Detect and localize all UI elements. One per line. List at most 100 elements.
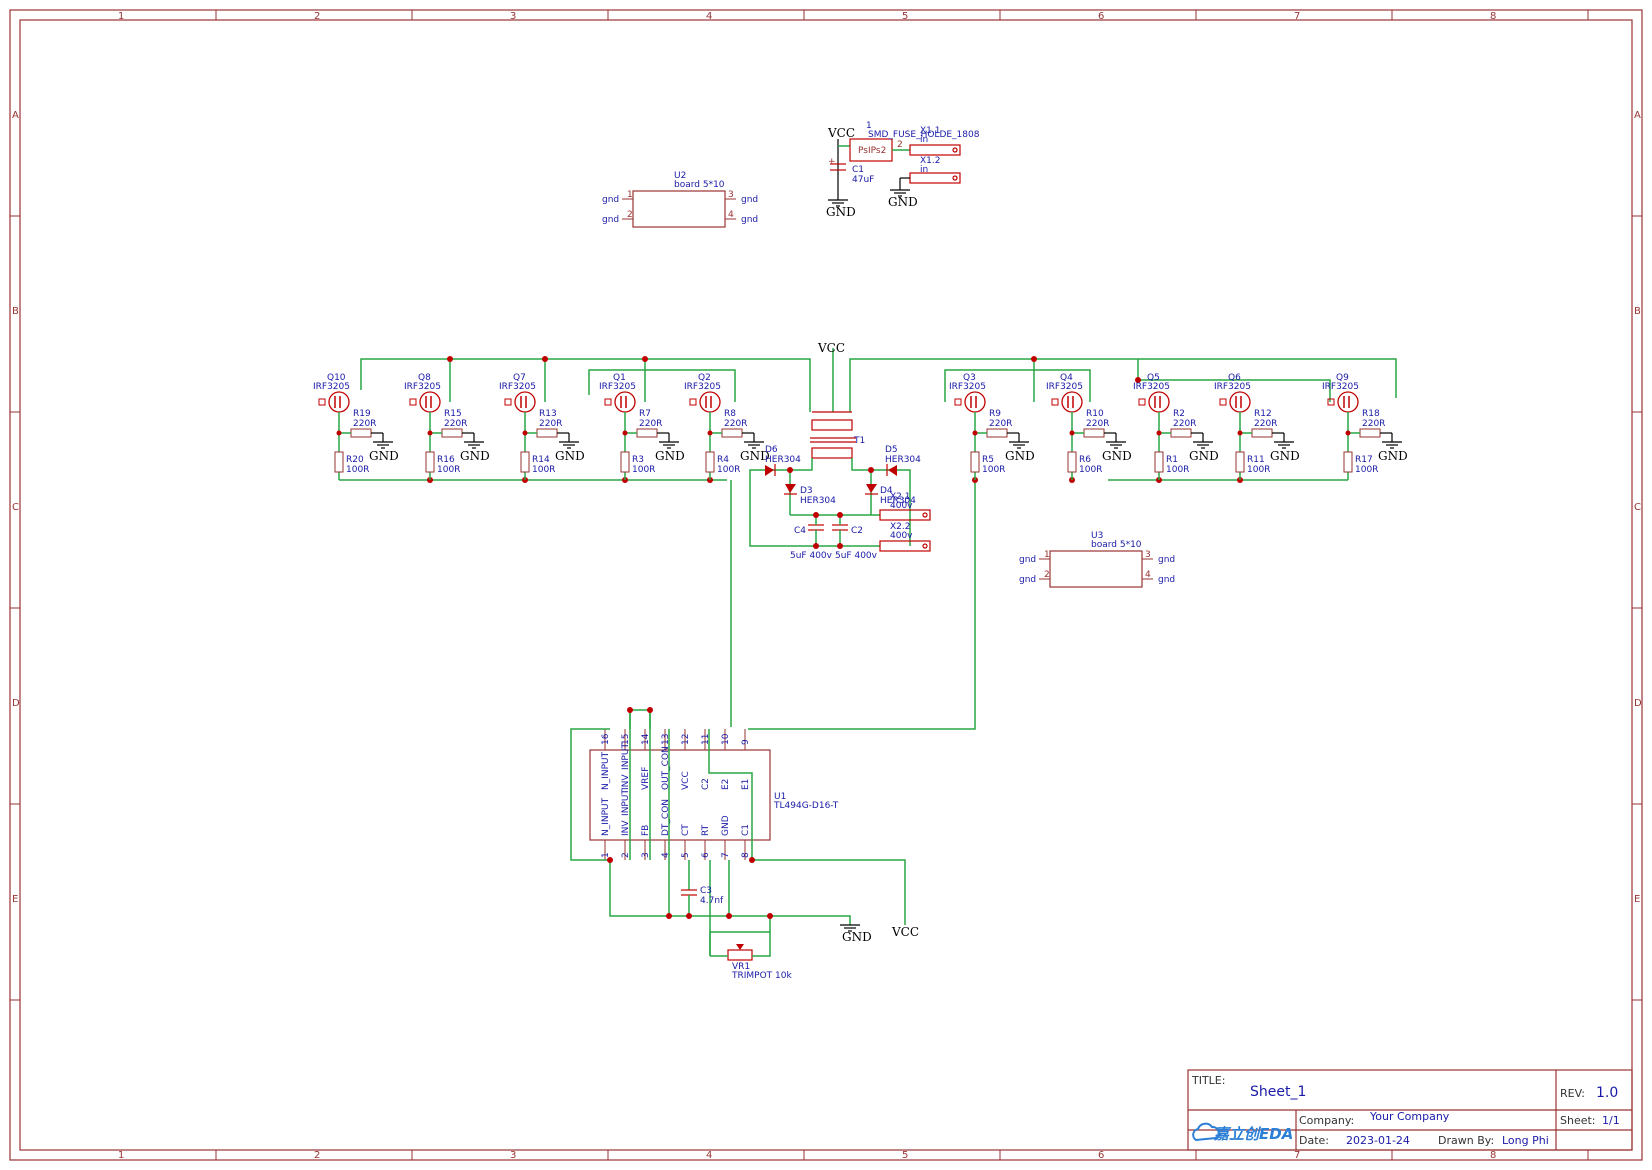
zone-col-bottom-1: 1 [118,1150,124,1161]
sheet-title: Sheet_1 [1250,1084,1306,1100]
u1-value: TL494G-D16-T [773,801,839,811]
ic-pin-name: N_INPUT [601,751,611,790]
ic-pin-name: VCC [681,771,691,790]
zone-row-left-e: E [12,894,18,905]
gate-resistor-value: 220R [1362,419,1385,429]
mosfet-value: IRF3205 [684,382,721,392]
pulldown-resistor-value: 100R [1355,465,1378,475]
d5-value: HER304 [885,455,921,465]
d4-value: HER304 [880,496,916,506]
gate-resistor-value: 220R [724,419,747,429]
board-u3: U3 board 5*10 1 2 3 4 gnd gnd gnd gnd [1019,531,1175,588]
mosfet-value: IRF3205 [949,382,986,392]
zone-row-right-d: D [1634,698,1642,709]
ic-pin-name: FB [641,825,651,836]
mosfet-value: IRF3205 [1322,382,1359,392]
svg-text:3: 3 [728,190,734,200]
input-section: VCC PsIPs2 1 SMD_FUSE_HOLDE_1808 2 X1.1 … [826,121,980,219]
ic-pin-name: C1 [741,824,751,836]
mosfet-ref: Q10 [327,373,346,383]
gate-resistor-ref: R18 [1362,409,1380,419]
d5-ref: D5 [885,445,898,455]
drawn-by-label: Drawn By: [1438,1134,1494,1147]
board-u2: U2 board 5*10 1 2 3 4 gnd gnd gnd gnd [602,171,758,228]
gate-resistor-value: 220R [353,419,376,429]
svg-text:2: 2 [1044,570,1050,580]
svg-text:1: 1 [627,190,633,200]
d6-value: HER304 [765,455,801,465]
ic-pin-number: 14 [641,733,651,745]
pulldown-resistor-ref: R6 [1079,455,1091,465]
ic-pin-number: 12 [681,734,691,745]
u3-net-3: gnd [1158,555,1175,565]
sheet-frame: 1 2 3 4 5 6 7 8 1 2 3 4 5 6 7 8 A B C D … [9,9,1643,1161]
ic-pin-number: 15 [621,734,631,745]
gate-resistor-value: 220R [989,419,1012,429]
zone-col-top-7: 7 [1294,11,1300,22]
mosfet-value: IRF3205 [313,382,350,392]
gate-resistor-value: 220R [539,419,562,429]
fuse-mark: PsIPs2 [858,146,886,156]
zone-row-left-c: C [12,502,19,513]
gate-resistor-ref: R19 [353,409,371,419]
gate-resistor-ref: R13 [539,409,557,419]
d3-value: HER304 [800,496,836,506]
ic-pin-number: 5 [681,852,691,858]
connector-x1-1 [909,144,961,156]
u2-net-2: gnd [602,215,619,225]
x2-1-ref: X2.1 [890,492,910,502]
x2-2-value: 400v [890,531,913,541]
zone-col-top-2: 2 [314,11,320,22]
ic-pin-name: DT_CON [661,799,671,836]
pulldown-resistor-value: 100R [1247,465,1270,475]
mosfet-ref: Q6 [1228,373,1241,383]
c3-value: 4.7nf [700,896,724,906]
pulldown-resistor-value: 100R [532,465,555,475]
gnd-label: GND [1189,449,1219,463]
mosfet-ref: Q5 [1147,373,1160,383]
fuse-ref: 1 [866,121,872,131]
gate-resistor-ref: R8 [724,409,736,419]
ic-pin-number: 8 [741,852,751,858]
d3-ref: D3 [800,486,813,496]
u3-value: board 5*10 [1091,540,1142,550]
gate-resistor-value: 220R [1254,419,1277,429]
zone-col-bottom-4: 4 [706,1150,712,1161]
vcc-label-transformer: VCC [817,341,845,355]
svg-text:1: 1 [1044,550,1050,560]
zone-row-right-b: B [1634,306,1641,317]
vcc-label-input: VCC [827,126,855,140]
u2-value: board 5*10 [674,180,725,190]
gnd-label: GND [655,449,685,463]
c4-value: 5uF 400v [790,551,833,561]
gate-resistor-ref: R10 [1086,409,1104,419]
fuse-value: SMD_FUSE_HOLDE_1808 [868,130,980,140]
gnd-label: GND [555,449,585,463]
mosfet-value: IRF3205 [1046,382,1083,392]
ic-pin-name: INV_INPUT [621,743,631,790]
rev-value: 1.0 [1596,1085,1618,1101]
zone-row-right-e: E [1634,894,1640,905]
trimpot-vr1 [727,949,753,961]
ic-u1: U1 TL494G-D16-T 16N_INPUT15INV_INPUT14VR… [570,707,919,981]
gnd-symbol-c1 [828,199,848,207]
svg-text:2: 2 [627,210,633,220]
pulldown-resistor-value: 100R [1079,465,1102,475]
fuse-pin-label: 2 [897,140,903,150]
ic-pin-name: E1 [741,779,751,790]
c4-ref: C4 [794,526,806,536]
pulldown-resistor-ref: R1 [1166,455,1178,465]
svg-text:4: 4 [1145,570,1151,580]
eda-logo: 嘉立创EDA [1213,1125,1293,1143]
zone-row-left-a: A [12,110,19,121]
d6-ref: D6 [765,445,778,455]
zone-col-top-5: 5 [902,11,908,22]
connector-x2-1 [879,509,931,521]
gnd-label-c1: GND [826,205,856,219]
zone-col-top-4: 4 [706,11,712,22]
title-block: TITLE: Sheet_1 REV: 1.0 Company: Your Co… [1187,1069,1633,1151]
